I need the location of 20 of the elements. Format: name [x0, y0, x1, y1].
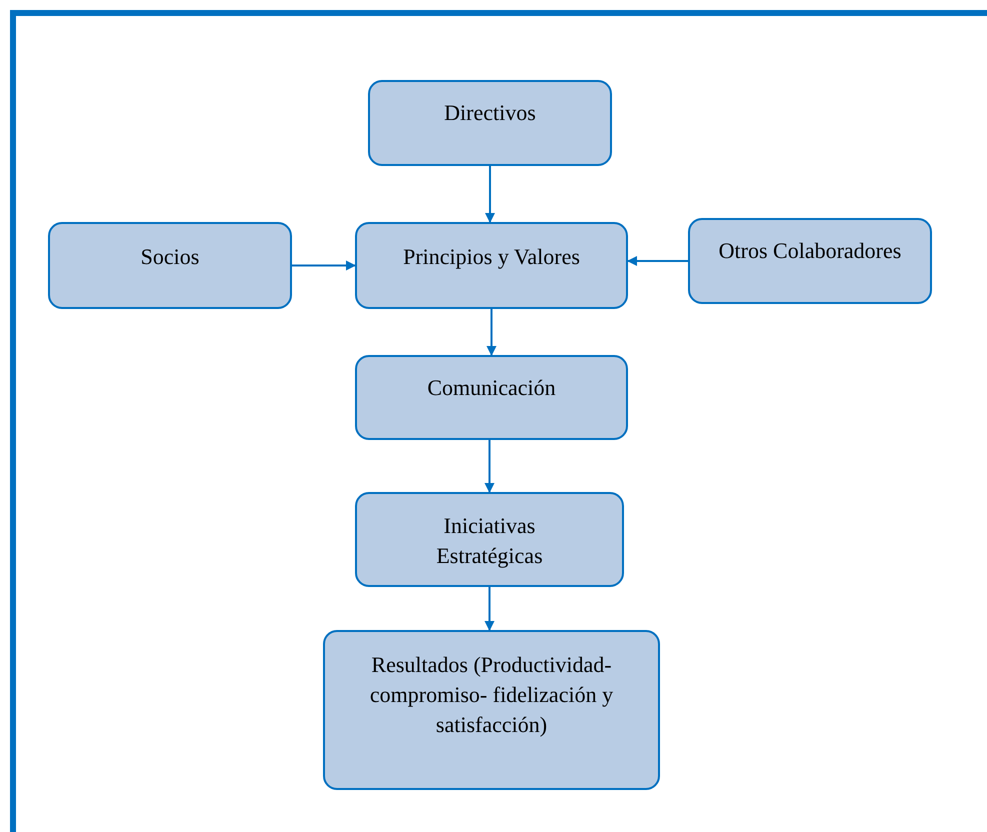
- process-box: [355, 222, 628, 309]
- box-label: Comunicación: [427, 374, 556, 402]
- box-label: Directivos: [444, 99, 536, 127]
- process-box: [355, 355, 628, 440]
- arrow: [486, 309, 496, 356]
- arrow: [484, 440, 494, 493]
- arrow: [485, 166, 495, 223]
- process-box: [368, 80, 612, 166]
- process-box: [688, 218, 932, 304]
- box-label: Principios y Valores: [403, 243, 580, 271]
- box-label: Socios: [140, 243, 200, 271]
- arrow: [627, 256, 688, 266]
- process-box: [48, 222, 292, 309]
- box-label: Otros Colaboradores: [718, 237, 902, 265]
- box-label: Resultados (Productividad- compromiso- fidelización y satisfacción): [368, 651, 614, 739]
- box-label: Iniciativas Estratégicas: [435, 512, 544, 570]
- arrow: [484, 587, 494, 631]
- arrow: [292, 260, 356, 270]
- process-box: [323, 630, 660, 790]
- process-box: [355, 492, 624, 587]
